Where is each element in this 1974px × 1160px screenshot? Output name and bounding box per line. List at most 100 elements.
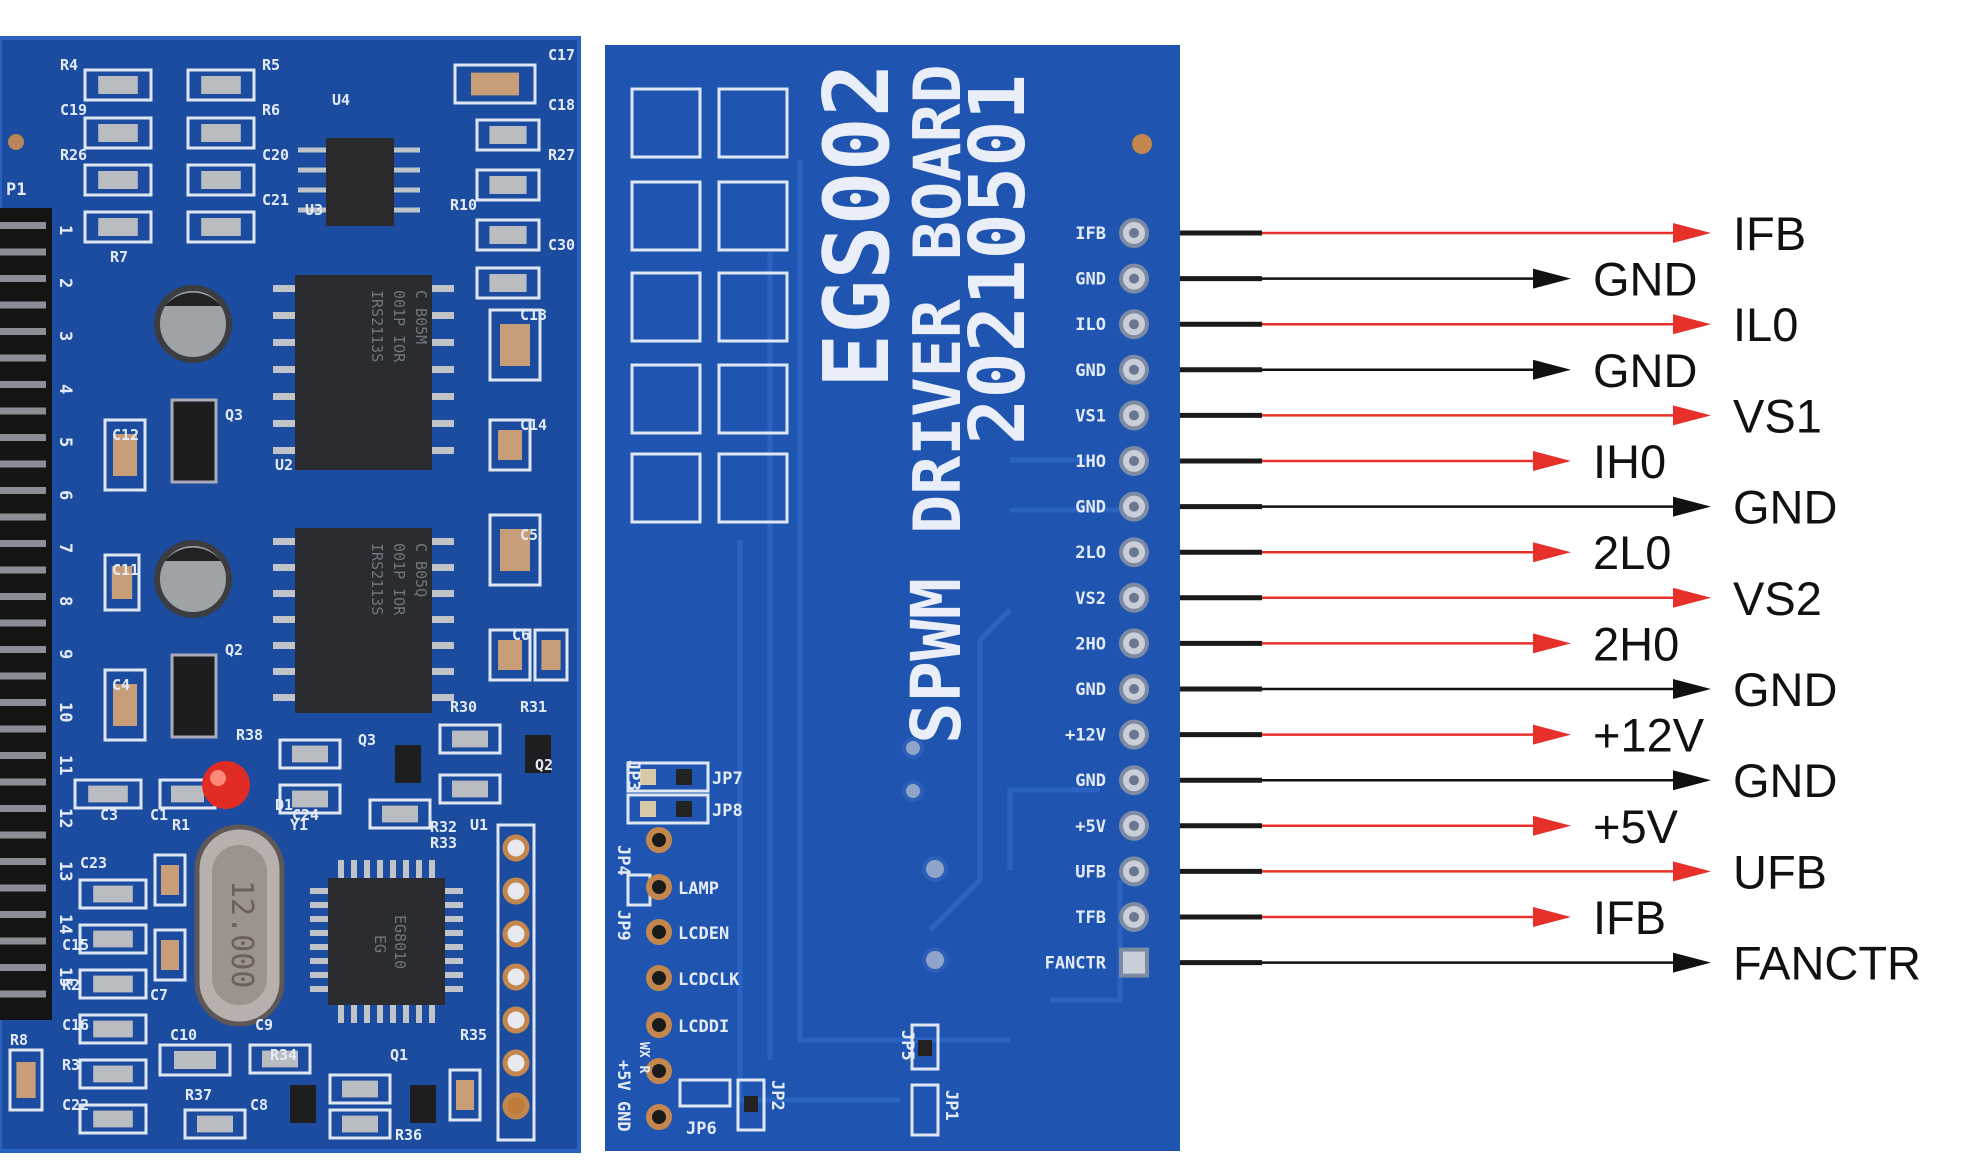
component-ref: C18	[548, 96, 575, 114]
pin-label: TFB	[1075, 908, 1106, 928]
header-pin	[0, 964, 46, 971]
smd-component	[342, 1115, 378, 1133]
ic-pin	[432, 616, 454, 623]
pin-label: +5V	[1075, 817, 1106, 837]
chip-u4	[298, 138, 420, 226]
ic-pin	[432, 668, 454, 675]
component-ref: C5	[520, 526, 538, 544]
smd-outline	[328, 1108, 392, 1140]
component-ref: U2	[275, 456, 293, 474]
header-pin	[0, 831, 46, 839]
lcd-pad	[646, 874, 672, 900]
jumper-label: JP7	[712, 769, 743, 789]
ic-pin	[273, 339, 295, 346]
smd-component	[16, 1062, 36, 1098]
component-ref: R1	[172, 816, 190, 834]
arrowhead	[1673, 223, 1711, 243]
board-date-code: 20210501	[954, 74, 1043, 445]
pin-label: GND	[1075, 771, 1106, 791]
svg-text:EG8010: EG8010	[391, 915, 409, 969]
ic-pin	[273, 393, 295, 400]
ic-pin	[390, 1005, 396, 1023]
smd-component	[498, 430, 522, 460]
arrowhead	[1533, 268, 1571, 289]
component-ref: R5	[262, 56, 280, 74]
ic-pin	[310, 986, 328, 992]
header-pin	[0, 566, 46, 574]
electrolytic-capacitor	[154, 540, 232, 618]
header-number: 10	[55, 702, 75, 722]
component-ref: R34	[270, 1046, 297, 1064]
component-ref: R8	[10, 1031, 28, 1049]
component-ref: C1	[150, 806, 168, 824]
output-label: IL0	[1733, 298, 1798, 351]
svg-text:IRS2113S: IRS2113S	[368, 543, 386, 615]
smd-outline	[368, 798, 432, 830]
ic-pin	[310, 888, 328, 894]
smd-outline	[488, 628, 532, 682]
pin-label: GND	[1075, 361, 1106, 381]
arrow-ufb: UFB	[1180, 845, 1827, 898]
component-ref: C19	[60, 101, 87, 119]
smd-outline	[438, 723, 502, 755]
component-ref: R37	[185, 1086, 212, 1104]
header-pad	[502, 834, 530, 862]
smd-component	[88, 785, 128, 803]
controller-ic-eg8010: EG8010 EG	[310, 860, 463, 1023]
smd-outline	[278, 738, 342, 770]
crystal-oscillator: 12.000	[194, 824, 285, 1027]
smd-outline	[153, 853, 187, 907]
board-title: EGS002	[805, 63, 910, 388]
arrow-ifb: IFB	[1180, 207, 1806, 260]
component-ref: C21	[262, 191, 289, 209]
silkscreen-square	[630, 452, 702, 524]
pin-label: 2LO	[1075, 543, 1106, 563]
arrowhead	[1533, 451, 1571, 471]
component-ref: R3	[62, 1056, 80, 1074]
header-pad	[502, 920, 530, 948]
smd-outline	[248, 1043, 312, 1075]
ic-pin	[310, 930, 328, 936]
header-number: 4	[55, 384, 75, 394]
component-ref: C24	[292, 806, 319, 824]
pin-hole	[1129, 684, 1139, 694]
header-pin	[0, 540, 46, 547]
jumper-label: JP4	[613, 845, 633, 876]
arrow-ifb: IFB	[1180, 891, 1666, 944]
smd-outline	[78, 1013, 148, 1045]
jumper-label: JP2	[767, 1080, 787, 1111]
pin-label: GND	[1075, 498, 1106, 518]
smd-component	[500, 529, 530, 571]
smd-outline	[328, 1073, 392, 1105]
svg-text:IRS2113S: IRS2113S	[368, 290, 386, 362]
jumper-jp7	[626, 761, 710, 793]
arrowhead	[1673, 587, 1711, 608]
arrow-gnd: GND	[1180, 663, 1837, 716]
component-ref: C16	[62, 1016, 89, 1034]
component-ref: R38	[236, 726, 263, 744]
header-pin	[0, 884, 46, 892]
output-label: IH0	[1593, 435, 1666, 488]
ic-pin	[445, 916, 463, 922]
ic-pin	[377, 860, 383, 878]
ic-pin	[432, 339, 454, 346]
pad-marker: WX R	[636, 1042, 651, 1073]
pin-label: +12V	[1065, 726, 1106, 746]
arrowhead	[1533, 359, 1571, 380]
output-label: GND	[1733, 663, 1837, 716]
smd-component	[342, 1080, 378, 1098]
ic-pin	[445, 944, 463, 950]
component-ref: C23	[80, 854, 107, 872]
silkscreen-square	[630, 271, 702, 343]
component-ref: U1	[470, 816, 488, 834]
smd-component	[93, 1065, 133, 1083]
arrowhead	[1673, 952, 1711, 973]
main-board-edge	[0, 36, 581, 1153]
ic-pin	[273, 590, 295, 597]
output-label: GND	[1593, 344, 1697, 397]
component-ref: U4	[332, 91, 350, 109]
component-ref: C30	[548, 236, 575, 254]
smd-component	[111, 566, 133, 599]
output-label: GND	[1593, 253, 1697, 306]
